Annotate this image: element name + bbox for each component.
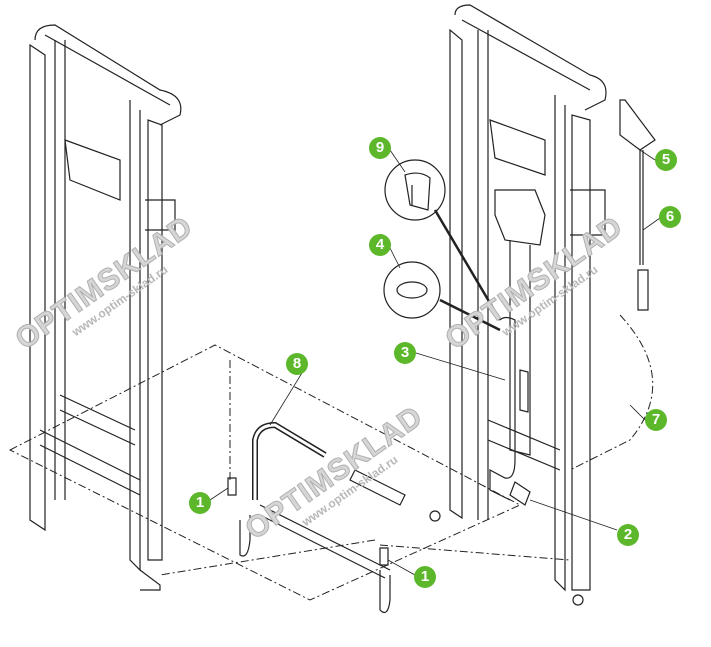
callout-1-left: 1	[189, 492, 211, 514]
callout-6: 6	[659, 206, 681, 228]
hydraulic-lines	[227, 99, 656, 613]
reference-lines	[8, 314, 654, 601]
callout-1-right: 1	[414, 566, 436, 588]
callout-7: 7	[645, 409, 667, 431]
callout-8: 8	[286, 353, 308, 375]
sleeve-icon	[404, 172, 431, 211]
right-mast	[429, 4, 607, 606]
callout-3: 3	[394, 342, 416, 364]
detail-sleeve	[384, 159, 446, 221]
leader-lines	[209, 149, 661, 576]
clamp-icon	[396, 281, 428, 299]
left-mast	[29, 24, 182, 591]
callout-4: 4	[369, 234, 391, 256]
callout-5: 5	[655, 149, 677, 171]
detail-clamp	[383, 261, 441, 319]
callout-9: 9	[369, 137, 391, 159]
callout-2: 2	[617, 524, 639, 546]
